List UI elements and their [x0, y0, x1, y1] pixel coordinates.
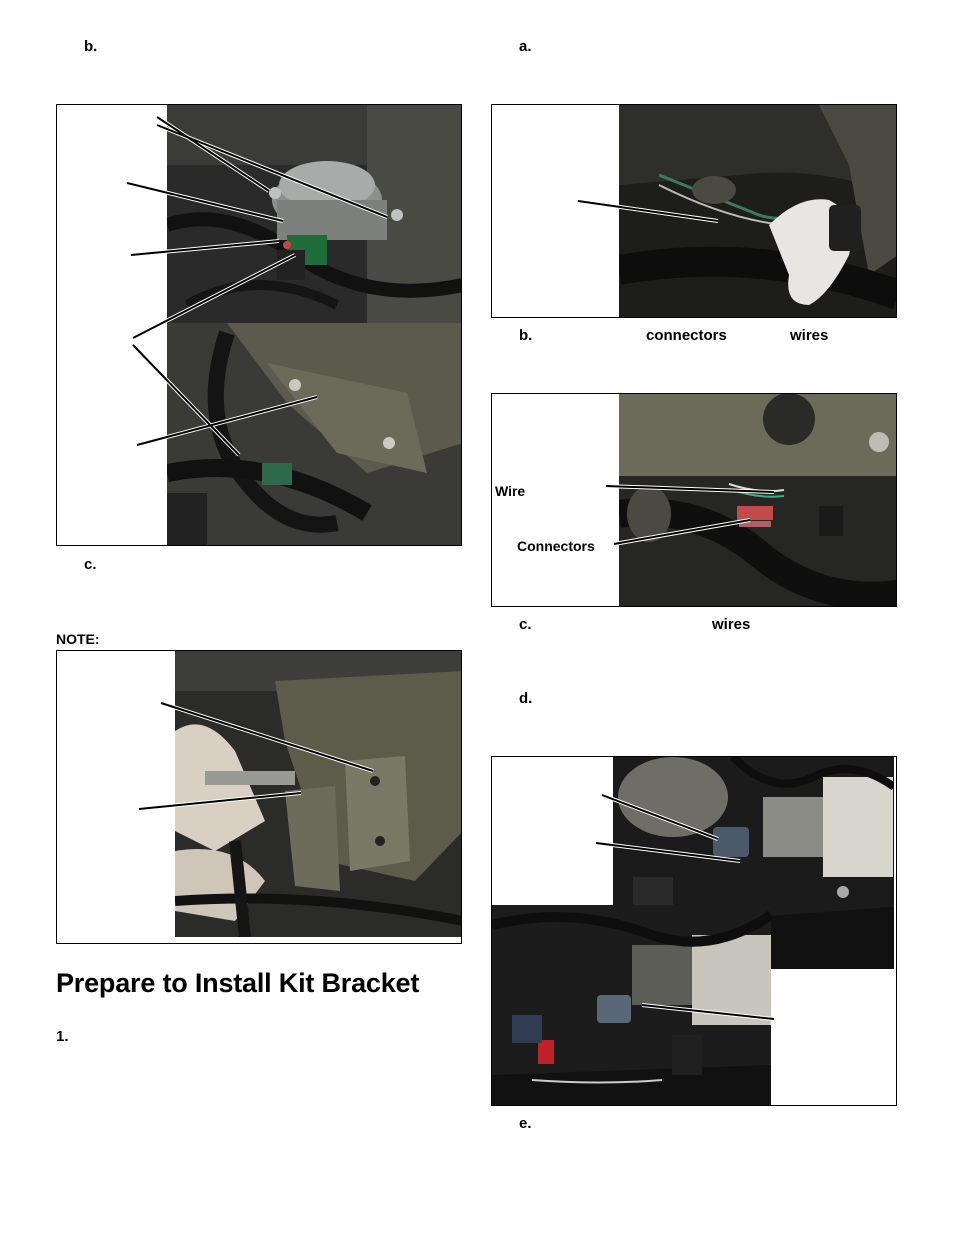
photo-sensor-closeup: [167, 105, 461, 323]
figure-bracket-removal: [56, 650, 462, 944]
photo-frame-wires: [619, 394, 896, 606]
step-b-label: b.: [84, 38, 98, 55]
figure-abs-module: [491, 756, 897, 1106]
callout-wire-label: Wire: [495, 483, 526, 499]
step-b-word-connectors: connectors: [646, 327, 727, 344]
note-label: NOTE:: [56, 631, 100, 647]
callout-arrows-4: [605, 484, 775, 546]
photo-bracket-removal: [175, 651, 461, 937]
step-b-word-wires: wires: [790, 327, 829, 344]
photo-abs-bottom: [492, 905, 771, 1105]
callout-arrows-2: [138, 701, 374, 811]
photo-glove-connector: [619, 105, 896, 317]
step-b-right-label: b.: [519, 327, 533, 344]
figure-unplug-connector: [491, 104, 897, 318]
step-c-label: c.: [84, 556, 97, 573]
step-a-label: a.: [519, 38, 532, 55]
step-1-label: 1.: [56, 1028, 69, 1045]
section-heading: Prepare to Install Kit Bracket: [56, 968, 420, 998]
step-c-word-wires: wires: [712, 616, 751, 633]
figure-wire-connectors: Wire Connectors: [491, 393, 897, 607]
step-d-label: d.: [519, 690, 533, 707]
callout-connectors-label: Connectors: [517, 538, 595, 554]
callout-arrows-5: [595, 793, 775, 1021]
callout-arrows: [126, 115, 388, 457]
callout-arrow-3: [577, 199, 719, 223]
step-c-right-label: c.: [519, 616, 532, 633]
figure-sensor-mount: [56, 104, 462, 546]
step-e-label: e.: [519, 1115, 532, 1132]
